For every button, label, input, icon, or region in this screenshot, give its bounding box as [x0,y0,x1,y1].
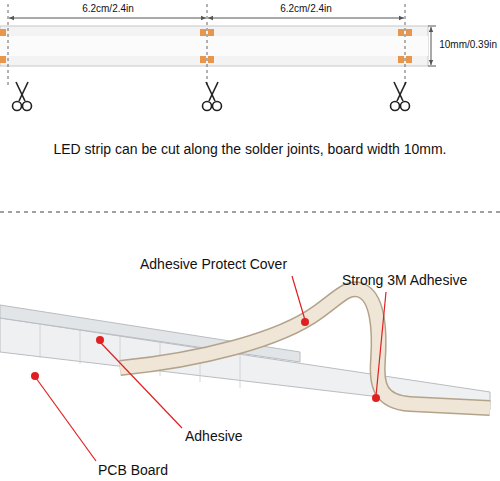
dimension-label: 6.2cm/2.4in [82,3,134,15]
part-label: PCB Board [98,462,168,478]
leader-line [36,276,386,461]
separator [0,211,500,212]
led-strip [0,26,428,66]
callout-dot [31,318,380,402]
cut-line [8,4,405,88]
dimension-line [9,18,436,66]
strip-layers [0,289,490,410]
part-label: Strong 3M Adhesive [342,272,467,288]
scissors-icon [13,82,410,111]
dimension-label: 6.2cm/2.4in [280,3,332,15]
part-label: Adhesive [185,428,243,444]
caption-note: LED strip can be cut along the solder jo… [54,141,447,157]
dimension-label: 10mm/0.39in [439,39,497,51]
part-label: Adhesive Protect Cover [140,256,287,272]
